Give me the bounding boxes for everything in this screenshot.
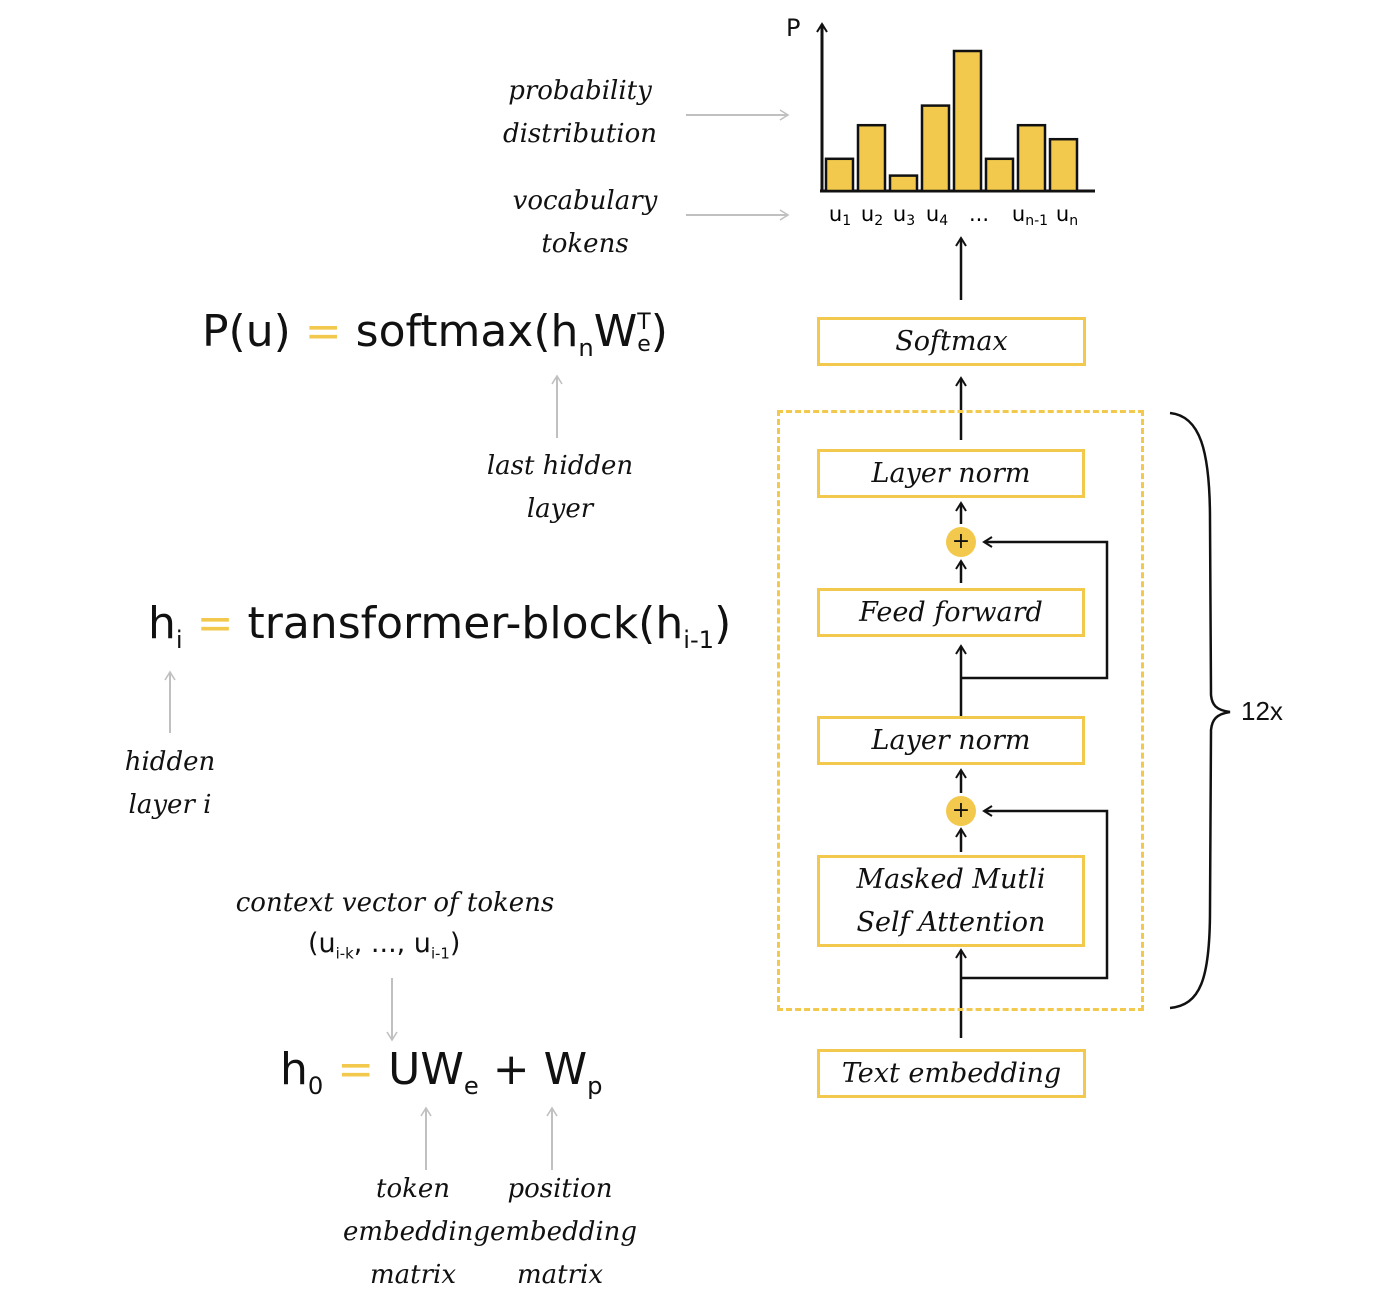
x-tick-label-8: un <box>1056 202 1078 229</box>
x-tick-label-1: u1 <box>829 202 851 229</box>
embedding-equation: h0 = UWe + Wp <box>280 1044 603 1100</box>
x-tick-label-5: ... <box>969 202 989 226</box>
residual-attn <box>961 805 1109 980</box>
bar-7 <box>1016 123 1047 193</box>
bar-4 <box>920 104 951 193</box>
probability-distribution-label: probability distribution <box>502 76 658 149</box>
add-circle-bottom <box>946 796 976 826</box>
transformer-block-container <box>777 410 1144 1011</box>
x-tick-label-3: u3 <box>893 202 915 229</box>
add-symbol-top: + <box>951 529 971 554</box>
token-embedding-label: token embedding matrix <box>343 1174 491 1290</box>
bar-5 <box>952 49 983 193</box>
layer-norm-top-block: Layer norm <box>817 449 1085 498</box>
position-embedding-label: position embedding matrix <box>490 1174 638 1290</box>
add-symbol-bottom: + <box>951 798 971 823</box>
bar-1 <box>824 157 855 193</box>
transformer-block-equation: hi = transformer-block(hi-1) <box>148 598 732 654</box>
text-embedding-block: Text embedding <box>817 1049 1086 1098</box>
feed-forward-block: Feed forward <box>817 588 1085 637</box>
bar-8 <box>1048 137 1079 193</box>
bar-6 <box>984 157 1015 193</box>
bar-2 <box>856 123 887 193</box>
x-tick-label-4: u4 <box>926 202 948 229</box>
x-tick-label-7: un-1 <box>1012 202 1048 229</box>
context-tokens-expression: (ui-k, ..., ui-1) <box>308 928 461 963</box>
repeat-brace <box>1169 411 1231 1010</box>
context-vector-label: context vector of tokens <box>235 888 555 918</box>
chart-y-label: P <box>786 14 801 42</box>
masked-self-attention-block: Masked Mutli Self Attention <box>817 855 1085 947</box>
add-circle-top <box>946 527 976 557</box>
softmax-block: Softmax <box>817 317 1086 366</box>
layer-norm-bottom-block: Layer norm <box>817 716 1085 765</box>
bar-3 <box>888 174 919 193</box>
hidden-layer-i-label: hidden layer i <box>124 747 216 820</box>
last-hidden-layer-label: last hidden layer <box>486 451 634 524</box>
residual-ff <box>961 536 1109 680</box>
vocabulary-tokens-label: vocabulary tokens <box>512 186 658 259</box>
repeat-count-label: 12x <box>1241 696 1283 726</box>
x-tick-label-2: u2 <box>861 202 883 229</box>
